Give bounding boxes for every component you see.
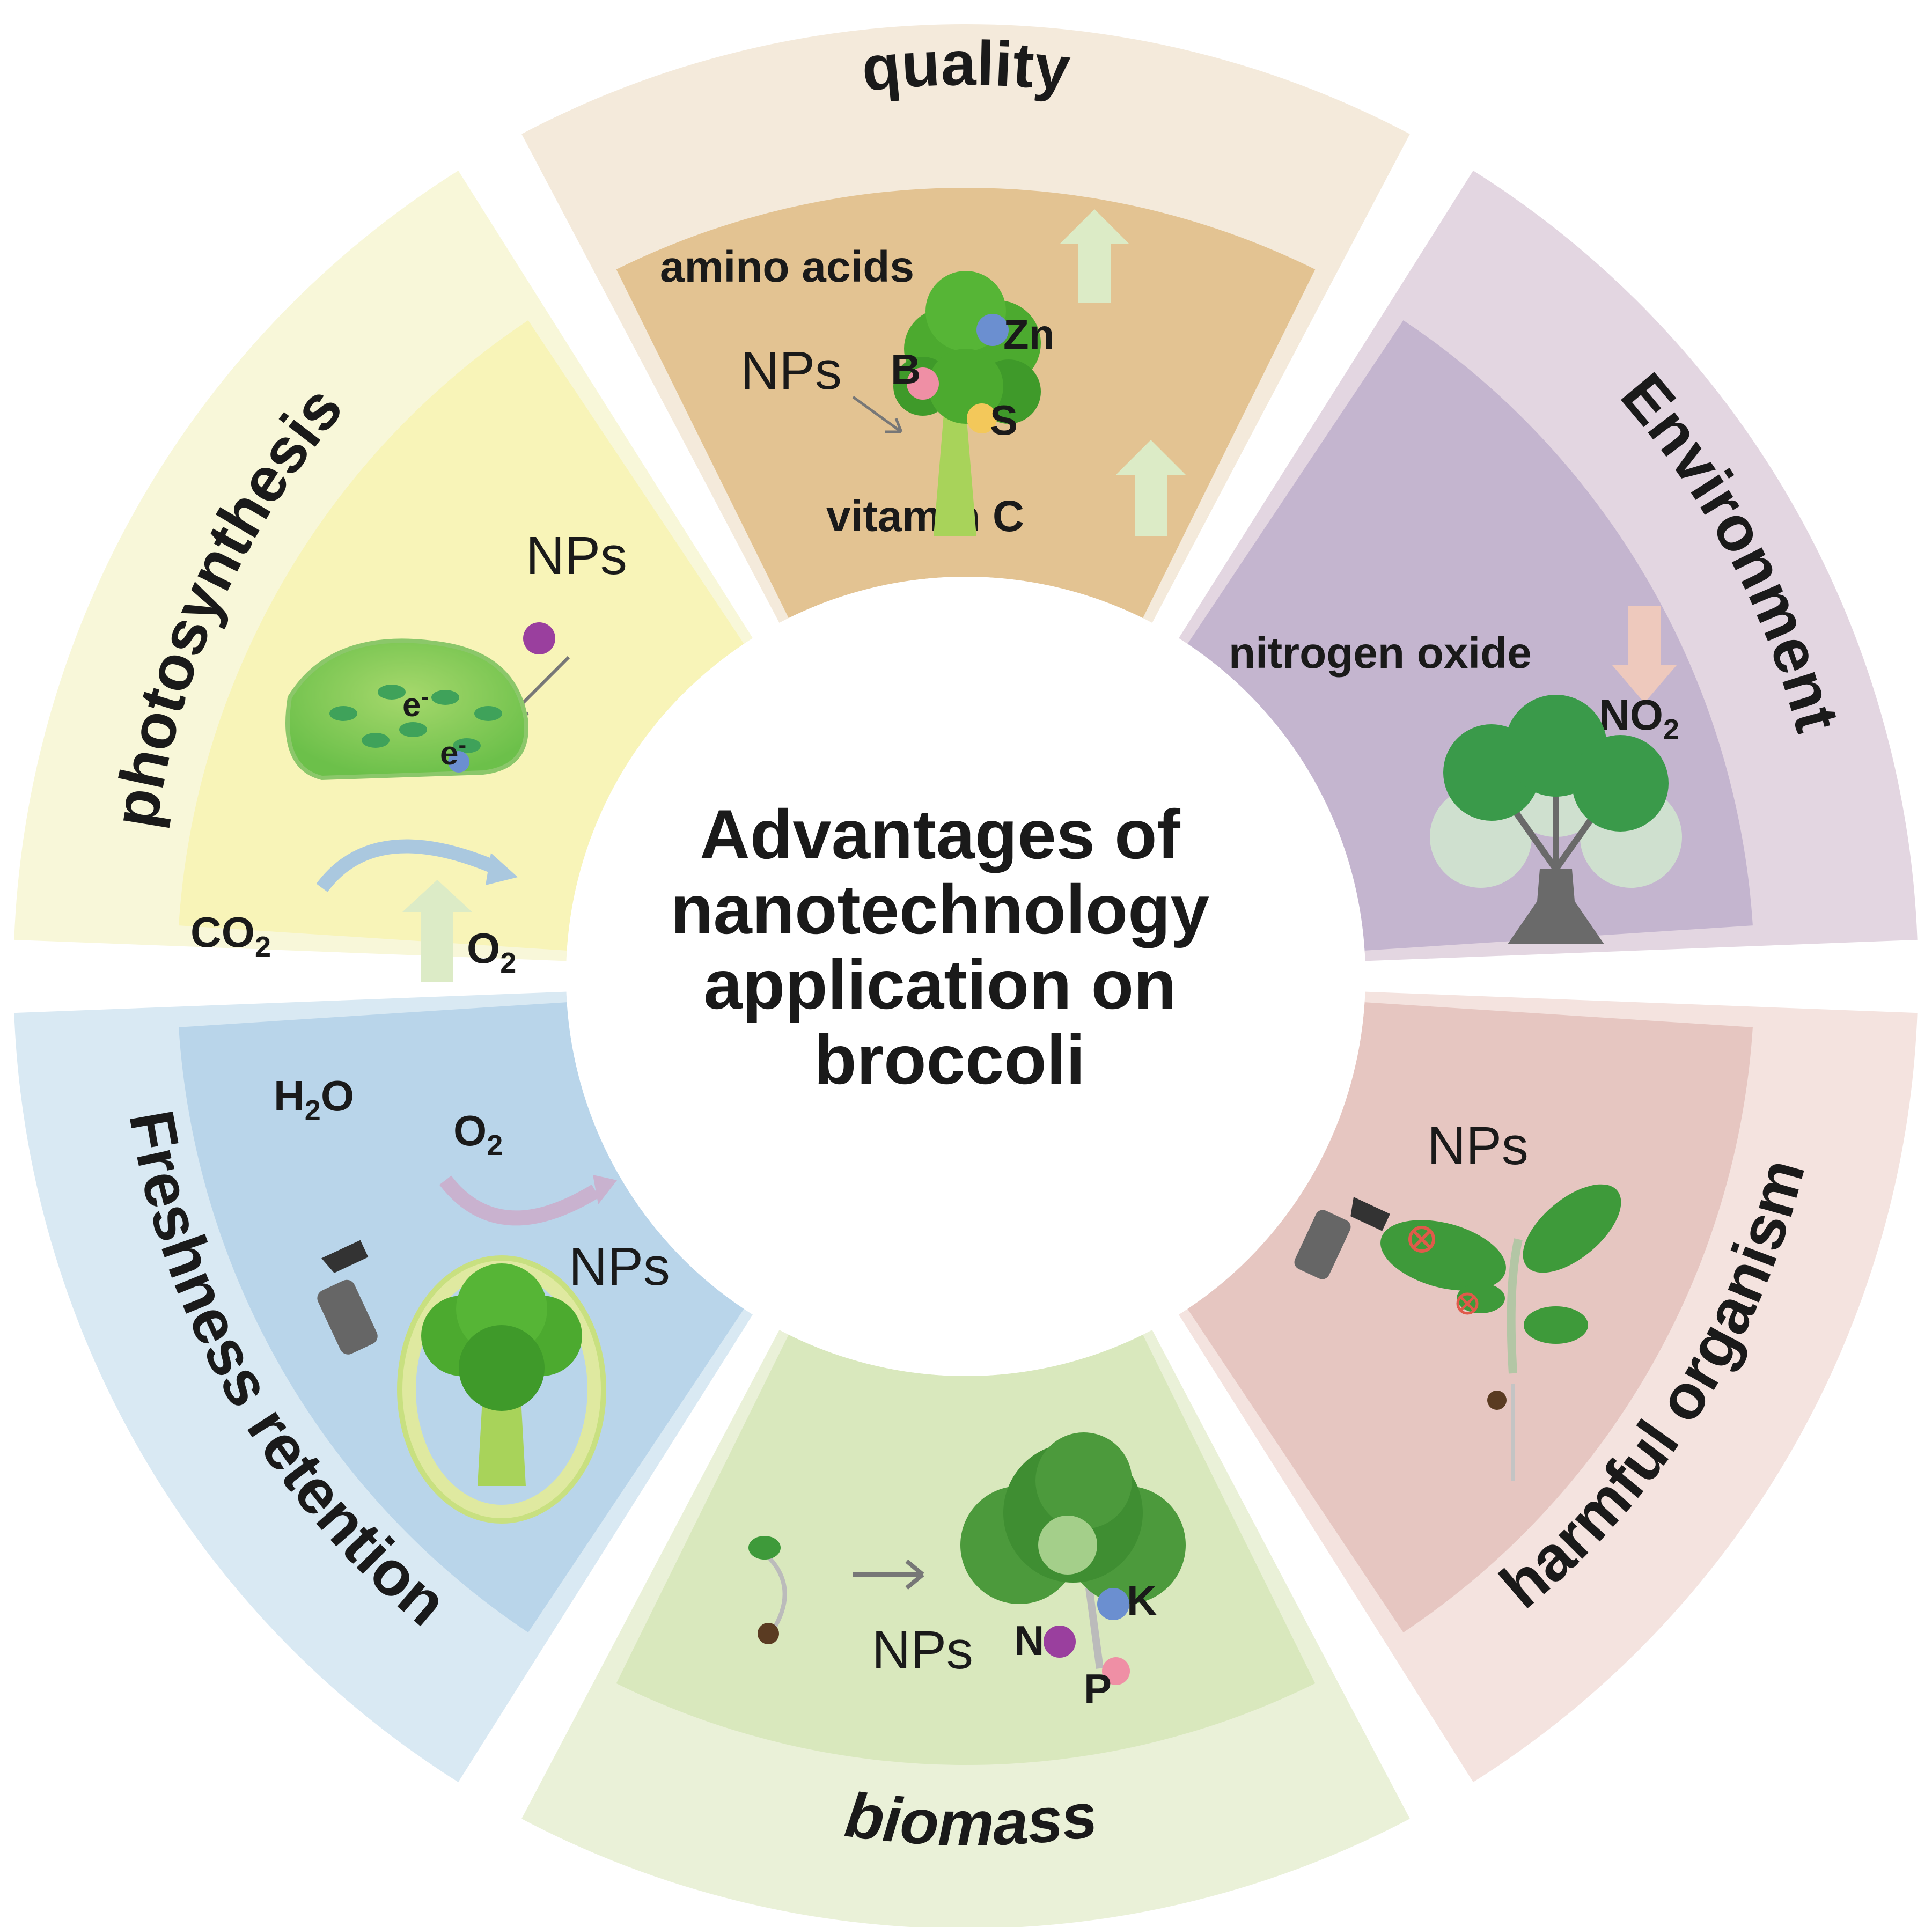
- broccoli-plant-icon: [960, 1432, 1186, 1669]
- coated-broccoli-icon: [397, 1255, 606, 1524]
- spray-bottle-icon: [317, 1240, 378, 1355]
- zn-particle: [976, 314, 1009, 346]
- s-label: S: [990, 396, 1018, 444]
- n-particle: [1044, 1626, 1076, 1658]
- p-particle: [1102, 1657, 1130, 1685]
- biomass-title: biomass: [841, 1779, 1101, 1859]
- np-pointer-arrow-icon: [852, 395, 903, 433]
- k-label: K: [1127, 1577, 1157, 1624]
- exchange-arrow-icon: [439, 1175, 600, 1226]
- no2-label: NO2: [1599, 691, 1679, 746]
- center-circle: [566, 577, 1365, 1376]
- up-arrow-icon: [1060, 209, 1129, 303]
- nitrogen-oxide-label: nitrogen oxide: [1229, 629, 1532, 678]
- segment-harmful-inner: [1187, 1002, 1753, 1632]
- seedling-icon: [1380, 1184, 1621, 1481]
- vitamin-c-label: vitamin C: [826, 492, 1024, 541]
- exchange-arrowhead-icon: [593, 1175, 617, 1204]
- tree-icon: [1430, 695, 1682, 944]
- n-label: N: [1014, 1617, 1044, 1664]
- pest-crossed-icon: [1408, 1226, 1435, 1253]
- b-particle: [907, 367, 939, 400]
- harmful-nps-label: NPs: [1427, 1116, 1529, 1176]
- p-label: P: [1084, 1665, 1112, 1712]
- up-arrow-icon: [1116, 440, 1186, 536]
- pest-crossed-icon: [1456, 1292, 1479, 1315]
- growth-arrow-icon: [853, 1559, 924, 1590]
- quality-title: quality: [858, 28, 1073, 105]
- b-label: B: [891, 345, 921, 393]
- spray-bottle-icon: [1294, 1197, 1390, 1279]
- sprout-icon: [748, 1536, 787, 1644]
- chloroplast-icon: [285, 638, 528, 781]
- fresh-nps-label: NPs: [569, 1237, 670, 1297]
- segment-photosynthesis-inner: [179, 320, 744, 951]
- k-particle: [1097, 1588, 1129, 1620]
- down-arrow-icon: [1612, 606, 1677, 703]
- electron-label: e-: [402, 683, 429, 724]
- co2-label: CO2: [190, 908, 271, 963]
- amino-acids-label: amino acids: [660, 242, 914, 291]
- up-arrow-icon: [402, 880, 472, 982]
- zn-label: Zn: [1003, 311, 1054, 358]
- biomass-nps-label: NPs: [872, 1620, 973, 1680]
- photo-nps-label: NPs: [526, 526, 627, 586]
- electron-label: e-: [440, 732, 466, 772]
- np-particle: [523, 622, 555, 654]
- quality-nps-label: NPs: [740, 341, 842, 401]
- conversion-arrow-icon: [316, 839, 502, 892]
- s-particle: [967, 403, 997, 433]
- photo-o2-label: O2: [467, 924, 516, 979]
- conversion-arrowhead-icon: [486, 853, 518, 885]
- fresh-o2-label: O2: [453, 1107, 503, 1161]
- center-title: Advantages of nanotechnology application…: [671, 795, 1229, 1099]
- h2o-label: H2O: [274, 1072, 354, 1127]
